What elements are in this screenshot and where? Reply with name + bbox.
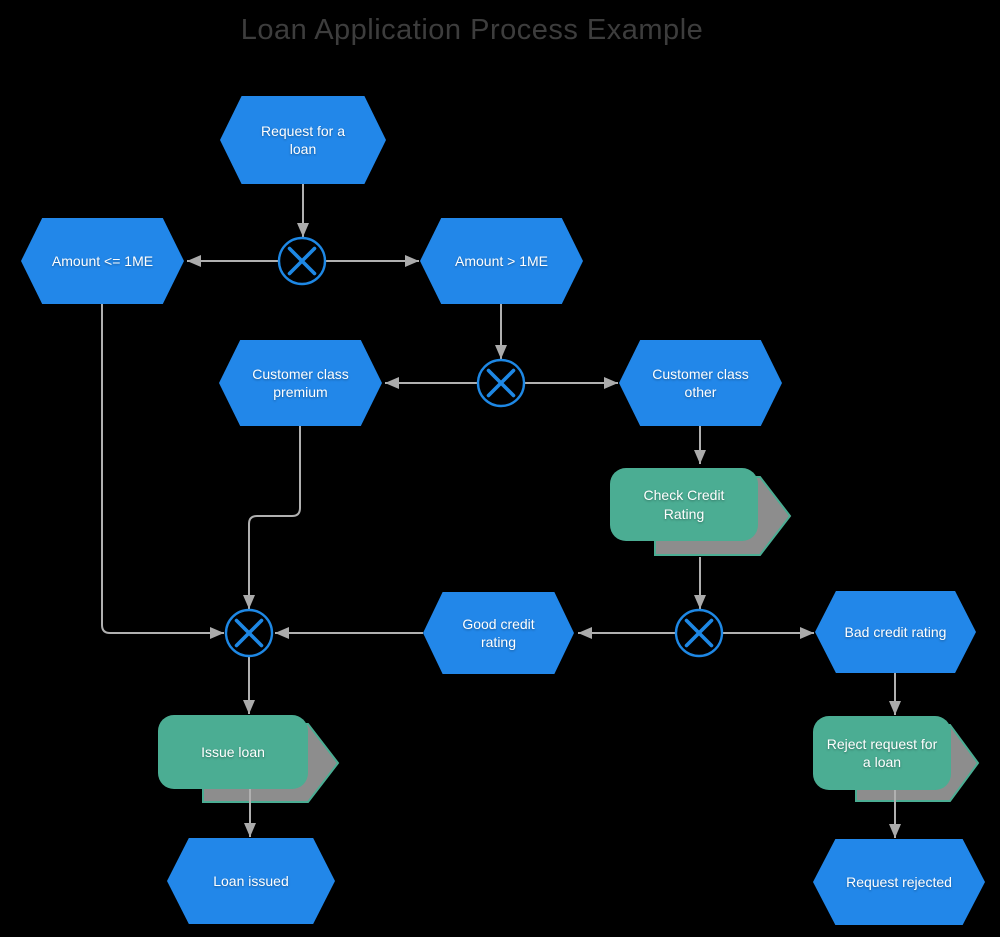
edge-amount-lte-to-xor4 — [101, 304, 224, 639]
function-reject-request-for-a-loan: Reject request for a loan — [813, 716, 951, 790]
node-label: Bad credit rating — [844, 623, 947, 640]
xor-cross-icon — [684, 618, 714, 648]
node-label: Request for a loan — [260, 122, 346, 157]
diagram-title: Loan Application Process Example — [240, 14, 704, 46]
xor-circle — [224, 608, 274, 658]
node-label: Customer class other — [652, 365, 749, 400]
node-label: Issue loan — [201, 743, 265, 760]
event-loan-issued: Loan issued — [167, 838, 335, 924]
function-issue-loan: Issue loan — [158, 715, 308, 789]
node-label: Good credit rating — [462, 615, 535, 650]
node-label: Check Credit Rating — [643, 487, 725, 522]
xor-cross-icon — [287, 246, 317, 276]
event-good-credit-rating: Good credit rating — [423, 592, 574, 674]
xor-circle — [277, 236, 327, 286]
node-label: Amount <= 1ME — [51, 252, 154, 269]
node-label: Request rejected — [846, 873, 952, 890]
xor-circle — [674, 608, 724, 658]
xor-connector-3 — [674, 608, 724, 658]
event-amount-gt-1me: Amount > 1ME — [420, 218, 583, 304]
node-label: Reject request for a loan — [826, 735, 938, 770]
xor-connector-1 — [277, 236, 327, 286]
event-request-rejected: Request rejected — [813, 839, 985, 925]
xor-connector-4 — [224, 608, 274, 658]
xor-cross-icon — [234, 618, 264, 648]
xor-circle — [476, 358, 526, 408]
function-check-credit-rating: Check Credit Rating — [610, 468, 758, 541]
event-request-for-a-loan: Request for a loan — [220, 96, 386, 184]
xor-cross-icon — [486, 368, 516, 398]
event-amount-lte-1me: Amount <= 1ME — [21, 218, 184, 304]
node-label: Loan issued — [213, 872, 289, 889]
node-label: Customer class premium — [252, 365, 349, 400]
node-label: Amount > 1ME — [455, 252, 548, 269]
edge-premium-to-xor4 — [243, 426, 301, 609]
event-bad-credit-rating: Bad credit rating — [815, 591, 976, 673]
event-customer-class-premium: Customer class premium — [219, 340, 382, 426]
xor-connector-2 — [476, 358, 526, 408]
event-customer-class-other: Customer class other — [619, 340, 782, 426]
